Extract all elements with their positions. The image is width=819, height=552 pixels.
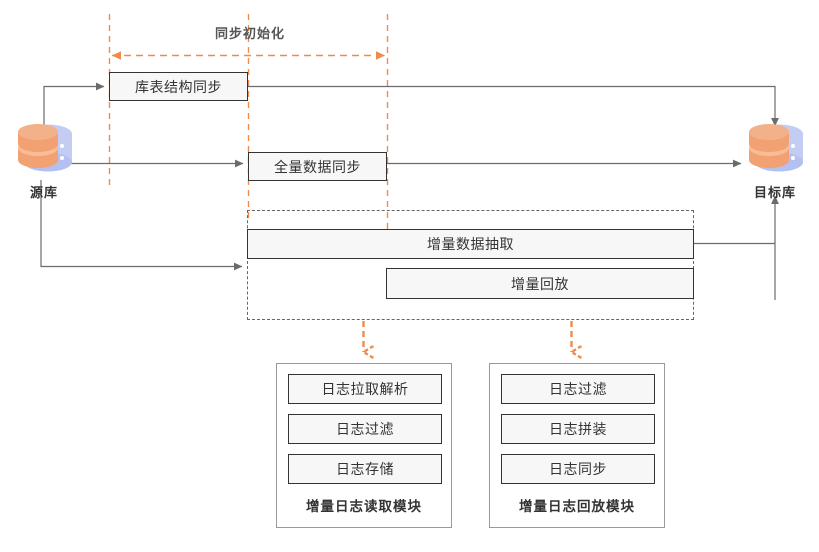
source-database-icon [14,120,74,176]
phase-boundary-lines [108,14,389,240]
phase-label-sync-init: 同步初始化 [215,26,286,41]
module-item-log-pull-parse[interactable]: 日志拉取解析 [288,374,442,404]
module-item-log-storage[interactable]: 日志存储 [288,454,442,484]
step-incremental-extract[interactable]: 增量数据抽取 [247,229,694,259]
target-database-label: 目标库 [753,185,796,200]
step-schema-sync[interactable]: 库表结构同步 [109,72,248,101]
source-db-connectors [40,82,244,271]
module-title-log-replay: 增量日志回放模块 [519,499,635,514]
module-item-log-filter[interactable]: 日志过滤 [288,414,442,444]
module-log-read: 日志拉取解析 日志过滤 日志存储 增量日志读取模块 [276,363,452,528]
target-database-icon [745,120,805,176]
module-log-replay: 日志过滤 日志拼装 日志同步 增量日志回放模块 [489,363,665,528]
incremental-group-box [247,210,694,320]
module-item-replay-log-sync[interactable]: 日志同步 [501,454,655,484]
module-feed-arrows [364,321,572,352]
target-db-connectors [248,85,779,300]
step-incremental-replay[interactable]: 增量回放 [386,268,694,299]
step-full-data-sync[interactable]: 全量数据同步 [248,152,387,181]
source-database-label: 源库 [29,185,58,200]
module-item-replay-log-filter[interactable]: 日志过滤 [501,374,655,404]
module-item-replay-log-assemble[interactable]: 日志拼装 [501,414,655,444]
module-title-log-read: 增量日志读取模块 [306,499,422,514]
